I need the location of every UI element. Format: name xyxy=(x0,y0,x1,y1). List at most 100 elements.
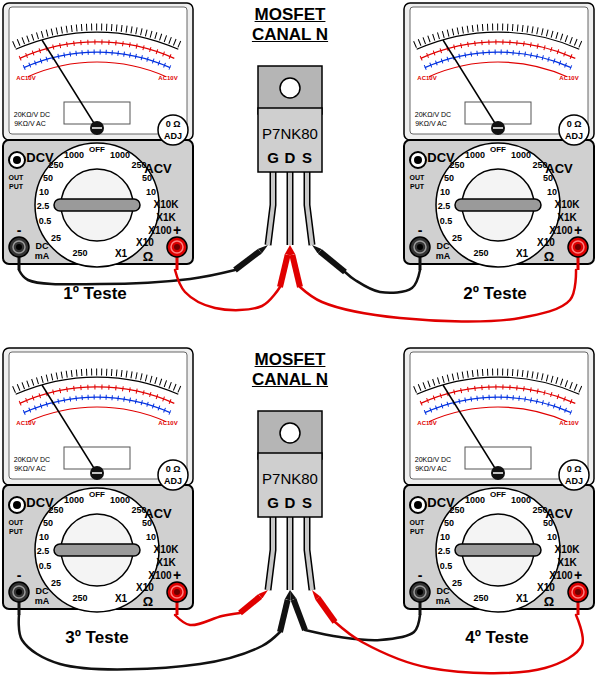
meter-marking: 1000 xyxy=(465,496,485,505)
test-caption: 4º Teste xyxy=(465,629,529,646)
probe-tip xyxy=(280,255,288,287)
component-marking: G xyxy=(267,150,279,165)
meter-marking: 0 Ω xyxy=(166,465,181,474)
meter-marking: 250 xyxy=(473,594,488,603)
meter-marking: 250 xyxy=(473,249,488,258)
meter-marking: X10K xyxy=(153,545,178,555)
meter-marking: 25 xyxy=(51,234,61,243)
meter-marking: X10K xyxy=(554,545,579,555)
multimeter-drawing xyxy=(3,3,193,270)
meter-marking: X1K xyxy=(557,213,576,223)
meter-marking: PUT xyxy=(410,528,424,535)
meter-marking: 10 xyxy=(39,188,49,197)
meter-marking: 50 xyxy=(444,174,454,183)
meter-marking: 50 xyxy=(43,519,53,528)
meter-marking: 250 xyxy=(48,161,63,170)
lead-wire xyxy=(305,615,420,640)
test-lead xyxy=(320,251,420,292)
meter-marking: 1000 xyxy=(110,496,130,505)
mosfet-package: MOSFET CANAL NP7NK80GDS xyxy=(242,5,338,245)
meter-marking: X1 xyxy=(115,249,127,259)
meter-marking: mA xyxy=(436,597,451,606)
mosfet-drawing xyxy=(258,66,322,245)
meter-marking: 0 Ω xyxy=(166,120,181,129)
meter-marking: X1 xyxy=(115,594,127,604)
meter-marking: Ω xyxy=(544,250,554,263)
test-caption: 1º Teste xyxy=(63,285,127,302)
meter-marking: DC xyxy=(437,242,450,251)
meter-marking: + xyxy=(574,223,582,237)
meter-marking: 1000 xyxy=(64,496,84,505)
meter-marking: PUT xyxy=(9,528,23,535)
meter-marking: Ω xyxy=(143,595,153,608)
meter-marking: DC xyxy=(36,242,49,251)
multimeter: 20KΩ/V DC9KΩ/V AC0 ΩADJDCVACVOFF10001000… xyxy=(2,2,194,270)
meter-marking: X1K xyxy=(557,558,576,568)
meter-marking: - xyxy=(418,223,423,237)
meter-marking: X10K xyxy=(153,200,178,210)
meter-marking: OUT xyxy=(9,174,24,181)
meter-marking: mA xyxy=(35,597,50,606)
component-marking: D xyxy=(285,495,296,510)
probe-tip xyxy=(240,596,260,613)
meter-marking: X10 xyxy=(136,238,154,248)
meter-marking: X1 xyxy=(516,249,528,259)
probe-tip xyxy=(235,251,260,270)
probe-tip xyxy=(320,251,345,272)
lead-wire xyxy=(175,613,240,625)
meter-marking: DC xyxy=(36,587,49,596)
mosfet-package: MOSFET CANAL NP7NK80GDS xyxy=(242,350,338,590)
multimeter: 20KΩ/V DC9KΩ/V AC0 ΩADJDCVACVOFF10001000… xyxy=(2,347,194,615)
multimeter: 20KΩ/V DC9KΩ/V AC0 ΩADJDCVACVOFF10001000… xyxy=(403,347,595,615)
meter-marking: PUT xyxy=(410,183,424,190)
meter-marking: Ω xyxy=(143,250,153,263)
meter-marking: 1000 xyxy=(465,151,485,160)
meter-marking: ADJ xyxy=(164,477,182,486)
meter-marking: 20KΩ/V DC xyxy=(14,456,50,463)
meter-marking: X100 xyxy=(549,571,572,581)
meter-marking: AC10V xyxy=(417,75,436,81)
meter-marking: 10 xyxy=(547,533,557,542)
meter-marking: 25 xyxy=(452,234,462,243)
meter-marking: OFF xyxy=(89,146,105,154)
component-heading: MOSFET CANAL N xyxy=(240,350,340,390)
meter-marking: 10 xyxy=(39,533,49,542)
multimeter-drawing xyxy=(404,3,594,270)
meter-marking: 50 xyxy=(142,174,152,183)
meter-marking: OFF xyxy=(89,491,105,499)
meter-marking: 9KΩ/V AC xyxy=(415,465,447,472)
meter-marking: - xyxy=(418,568,423,582)
probe-tip xyxy=(292,255,300,287)
component-marking: P7NK80 xyxy=(262,471,318,486)
meter-marking: X1K xyxy=(156,213,175,223)
meter-marking: 20KΩ/V DC xyxy=(415,111,451,118)
meter-marking: PUT xyxy=(9,183,23,190)
meter-marking: 0.5 xyxy=(39,562,52,571)
meter-marking: OFF xyxy=(490,146,506,154)
meter-marking: 250 xyxy=(449,506,464,515)
meter-marking: 10 xyxy=(146,188,156,197)
meter-marking: AC10V xyxy=(559,75,578,81)
meter-marking: 0 Ω xyxy=(567,120,582,129)
meter-marking: 1000 xyxy=(110,151,130,160)
meter-marking: 0 Ω xyxy=(567,465,582,474)
component-marking: S xyxy=(302,150,312,165)
component-marking: G xyxy=(267,495,279,510)
test-caption: 2º Teste xyxy=(463,285,527,302)
meter-marking: OUT xyxy=(410,519,425,526)
lead-wire xyxy=(300,270,576,321)
meter-marking: 50 xyxy=(142,519,152,528)
probe-tip xyxy=(280,600,288,632)
meter-marking: ADJ xyxy=(565,477,583,486)
multimeter-drawing xyxy=(404,348,594,615)
meter-marking: 1000 xyxy=(511,151,531,160)
meter-marking: - xyxy=(17,568,22,582)
meter-marking: 50 xyxy=(543,174,553,183)
meter-marking: Ω xyxy=(544,595,554,608)
probe-tip xyxy=(294,599,305,630)
meter-marking: 250 xyxy=(532,161,547,170)
meter-marking: AC10V xyxy=(16,75,35,81)
meter-marking: 20KΩ/V DC xyxy=(415,456,451,463)
test-lead xyxy=(175,596,260,625)
